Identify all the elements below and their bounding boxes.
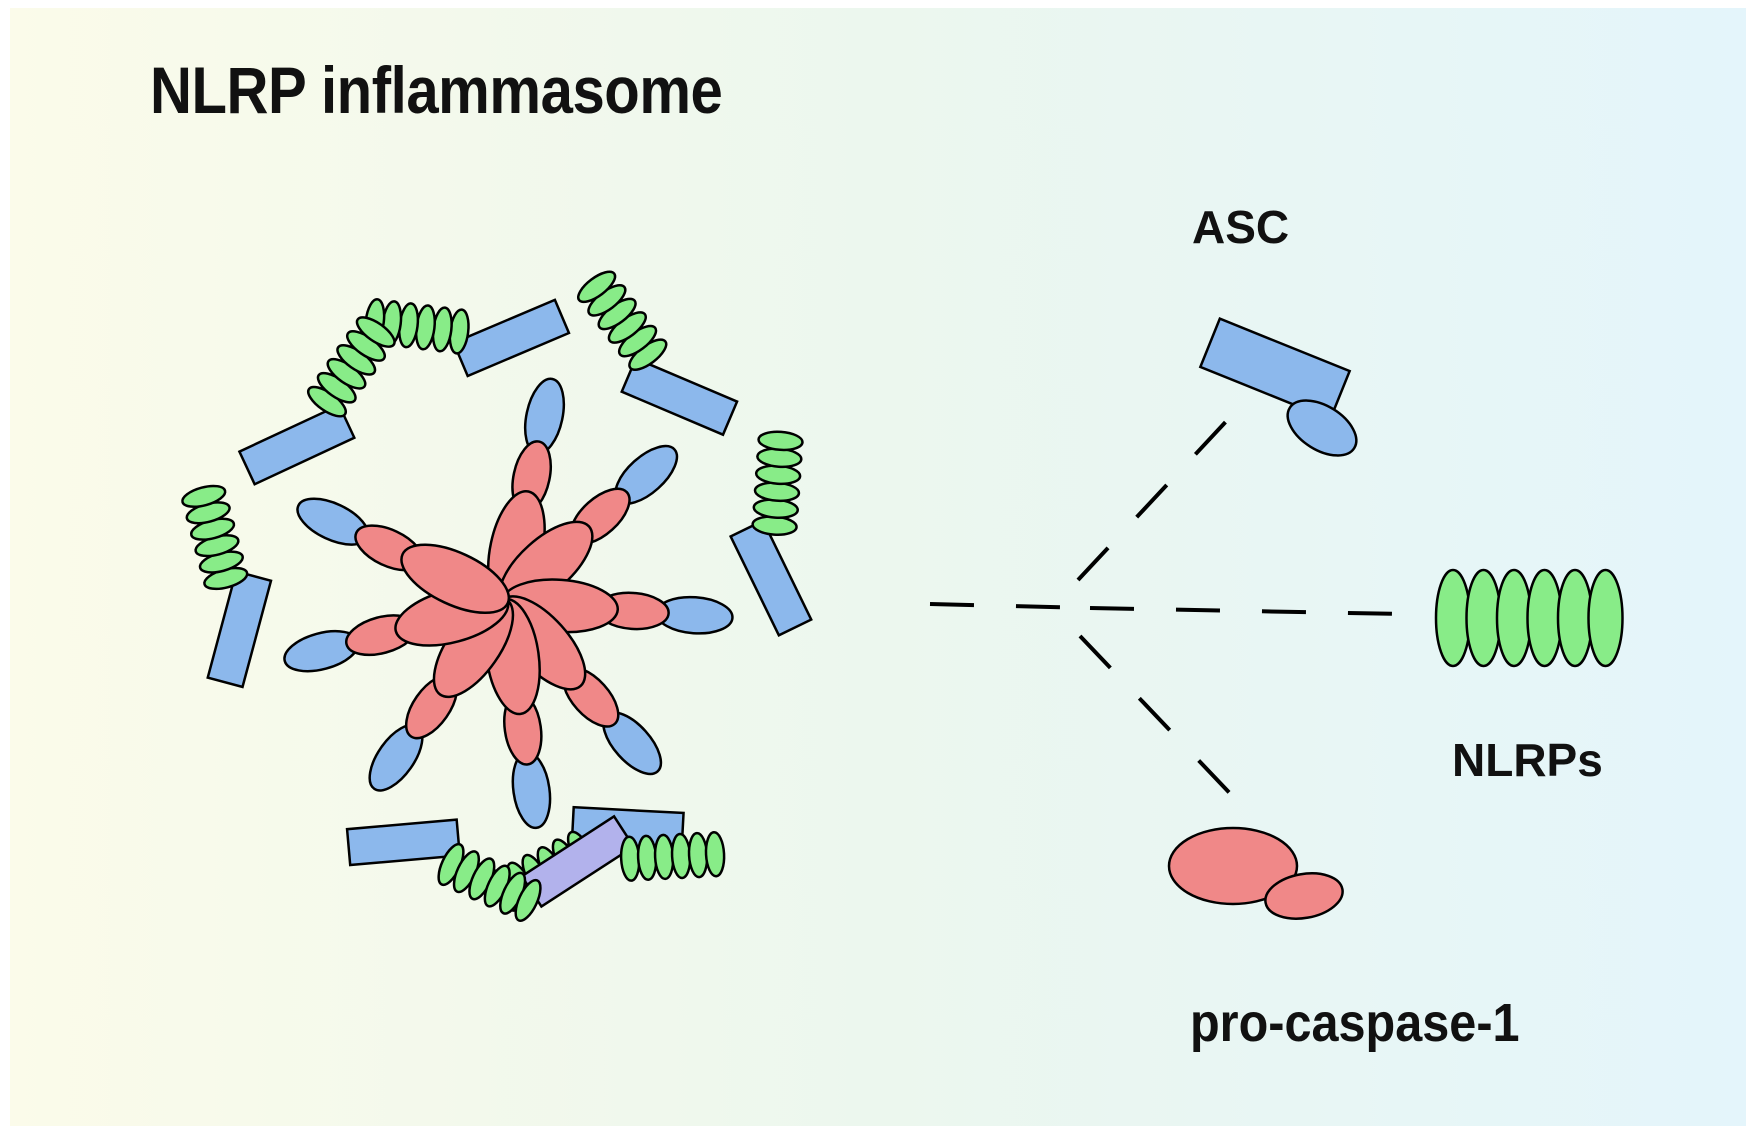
nlrps-label: NLRPs xyxy=(1452,734,1603,786)
pro-caspase-1-component xyxy=(1167,826,1344,920)
nlrp-lrr-spring xyxy=(577,270,668,372)
background-panel xyxy=(10,8,1746,1126)
nlrp-coil xyxy=(1556,568,1594,668)
asc-label: ASC xyxy=(1192,201,1290,253)
connector-line-to-pro-caspase xyxy=(1078,634,1246,810)
nlrp-lrr-spring xyxy=(619,831,726,882)
asc-rectangle-domain xyxy=(728,518,813,637)
lrr-coil xyxy=(577,270,617,304)
inflammasome-complex xyxy=(181,270,813,922)
lrr-coil xyxy=(181,484,227,509)
caspase-petal-domain xyxy=(400,543,511,615)
nlrp-component xyxy=(1434,568,1624,668)
asc-oval-domain xyxy=(1286,399,1358,457)
lrr-coil xyxy=(514,878,542,922)
nlrp-lrr-spring xyxy=(751,430,804,536)
connector-line-from-complex xyxy=(929,602,1091,610)
nlrp-lrr-spring xyxy=(437,842,542,922)
asc-component xyxy=(1198,317,1358,457)
asc-rectangle-domain xyxy=(620,356,739,437)
nlrp-coil xyxy=(1434,568,1472,668)
nlrp-lrr-spring xyxy=(181,484,249,591)
lrr-coil xyxy=(757,430,804,452)
nlrp-lrr-spring xyxy=(306,316,396,418)
connector-line-to-nlrps xyxy=(1089,606,1403,616)
lrr-coil xyxy=(355,316,396,348)
asc-rectangle-domain xyxy=(206,569,273,689)
pro-caspase-small-domain xyxy=(1264,872,1344,920)
nlrp-coil xyxy=(1495,568,1533,668)
connector-lines xyxy=(929,396,1403,810)
pro-caspase-large-domain xyxy=(1167,826,1299,906)
connector-line-to-asc xyxy=(1076,396,1250,582)
asc-rectangle-domain xyxy=(1198,317,1352,421)
asc-rectangle-domain xyxy=(345,818,462,867)
nlrp-coil xyxy=(1587,568,1624,668)
asc-rectangle-domain xyxy=(237,403,356,486)
nlrp-coil xyxy=(1526,568,1563,668)
asc-rectangle-domain xyxy=(451,298,571,378)
lrr-coil xyxy=(704,831,726,878)
nlrp-coil xyxy=(1465,568,1502,668)
diagram-title: NLRP inflammasome xyxy=(150,53,723,127)
pro-caspase-1-label: pro-caspase-1 xyxy=(1190,993,1520,1053)
